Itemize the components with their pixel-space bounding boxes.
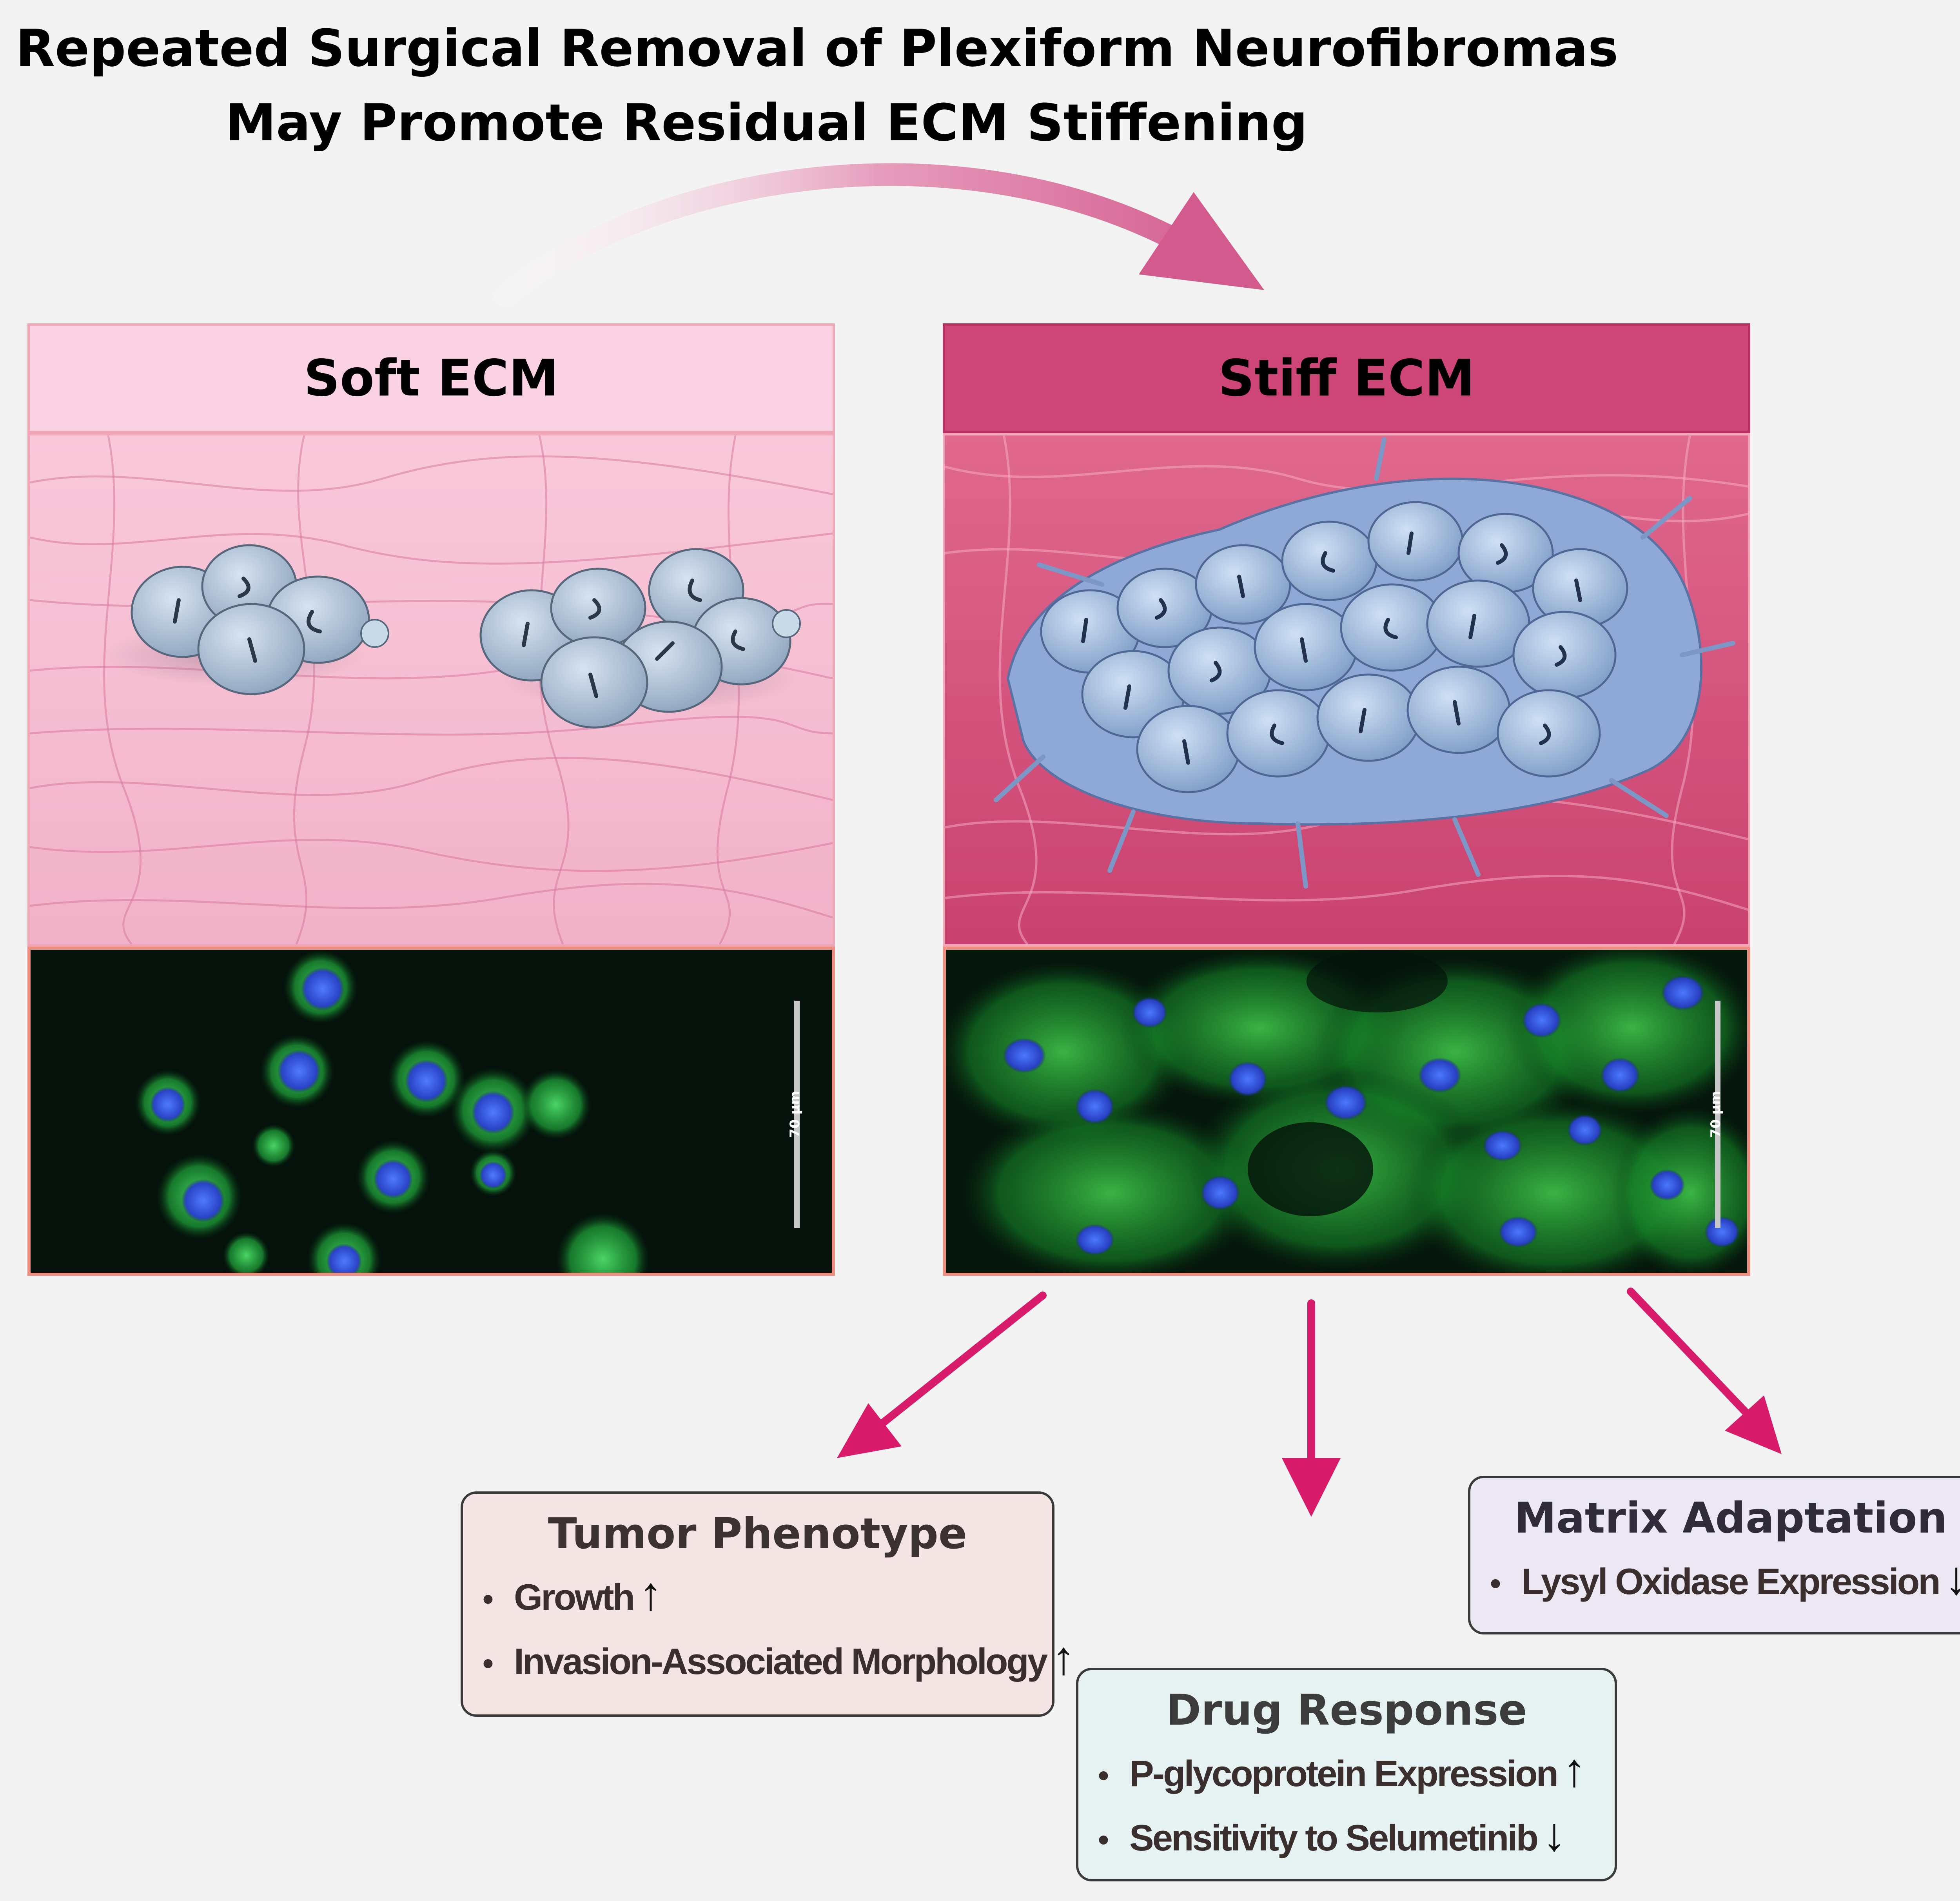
soft-cell-cluster-right [479,548,801,729]
list-item: •Sensitivity to Selumetinib↓ [1098,1808,1566,1861]
stiff-ecm-header: Stiff ECM [943,323,1750,433]
title-line-2: May Promote Residual ECM Stiffening [225,93,1308,152]
title-line-1: Repeated Surgical Removal of Plexiform N… [16,18,1619,78]
item-text: P-glycoprotein Expression [1129,1753,1559,1794]
list-item: •Growth↑ [483,1567,662,1620]
item-text: Lysyl Oxidase Expression [1521,1561,1941,1602]
arrow-to-tumor-phenotype-icon [874,1292,1047,1431]
soft-ecm-micrograph: 70 µm [27,947,835,1276]
soft-scale-bar-label: 70 µm [787,1091,803,1138]
drug-response-list: •P-glycoprotein Expression↑ •Sensitivity… [1098,1741,1595,1869]
outcome-arrows [837,1288,1782,1517]
down-arrow-icon: ↓ [1542,1808,1566,1861]
tumor-phenotype-box: Tumor Phenotype •Growth↑ •Invasion-Assoc… [461,1491,1075,1717]
drug-response-title: Drug Response [1166,1686,1527,1735]
matrix-adaptation-list: •Lysyl Oxidase Expression↓ [1490,1549,1960,1613]
soft-ecm-label: Soft ECM [303,349,559,408]
drug-response-box: Drug Response •P-glycoprotein Expression… [1076,1668,1617,1881]
up-arrow-icon: ↑ [639,1567,662,1620]
stiff-ecm-label: Stiff ECM [1218,349,1475,408]
tumor-phenotype-list: •Growth↑ •Invasion-Associated Morphology… [483,1564,1075,1693]
matrix-adaptation-title: Matrix Adaptation [1514,1494,1947,1543]
arrow-to-matrix-adaptation-icon [1627,1288,1752,1419]
item-text: Growth [514,1576,635,1618]
stiff-scale-bar-label: 70 µm [1708,1091,1724,1138]
stiff-ecm-illustration [943,433,1750,947]
list-item: •P-glycoprotein Expression↑ [1098,1744,1586,1796]
down-arrow-icon: ↓ [1944,1552,1960,1604]
matrix-adaptation-box: Matrix Adaptation •Lysyl Oxidase Express… [1468,1476,1960,1634]
list-item: •Lysyl Oxidase Expression↓ [1490,1549,1960,1613]
soft-ecm-header: Soft ECM [27,323,835,433]
list-item: •Invasion-Associated Morphology↑ [483,1632,1075,1684]
item-text: Sensitivity to Selumetinib [1129,1817,1539,1858]
up-arrow-icon: ↑ [1052,1632,1075,1684]
soft-ecm-illustration [27,433,835,947]
progression-arrow-icon [494,163,1264,307]
stiff-ecm-micrograph: 70 µm [943,947,1750,1276]
tumor-phenotype-title: Tumor Phenotype [548,1509,967,1558]
up-arrow-icon: ↑ [1562,1744,1586,1796]
soft-cell-cluster-left [104,544,389,695]
item-text: Invasion-Associated Morphology [514,1641,1048,1682]
